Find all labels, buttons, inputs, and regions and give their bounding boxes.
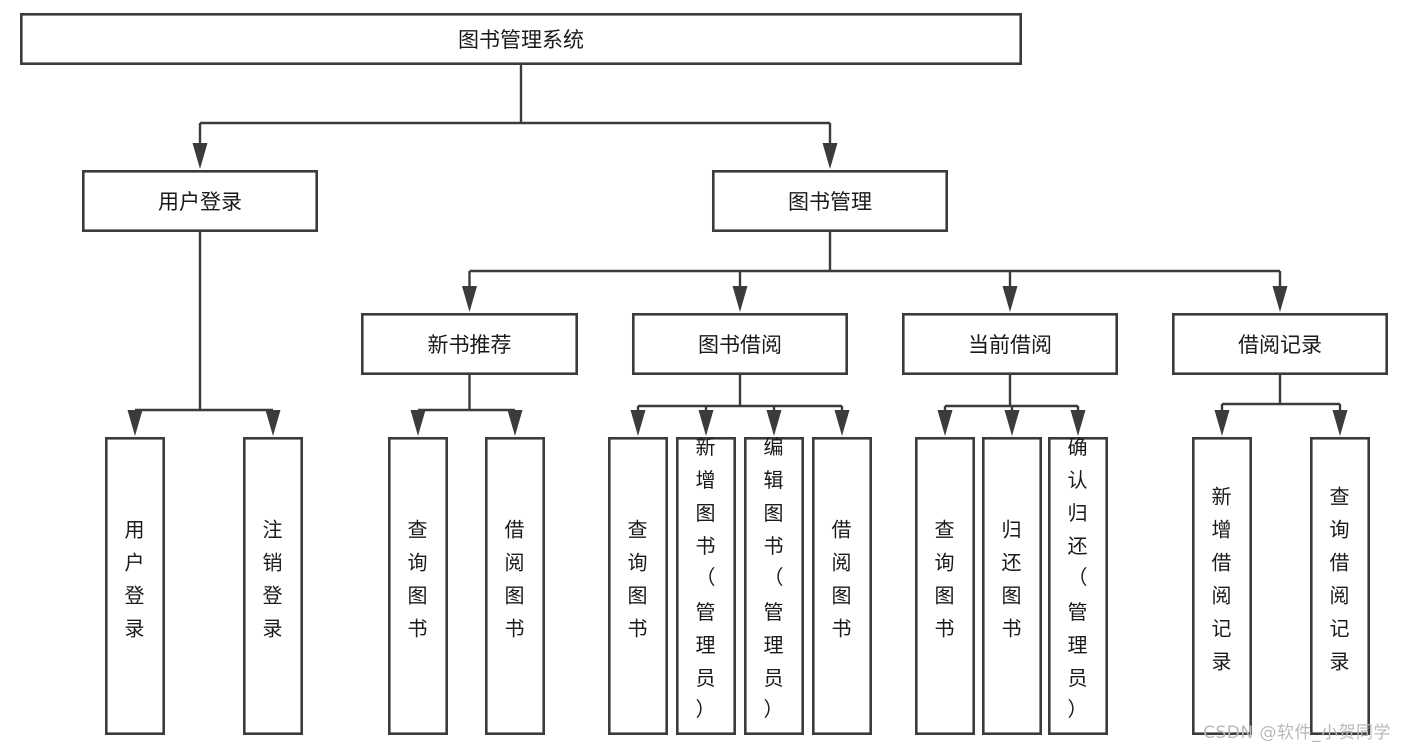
node-label-root: 图书管理系统 xyxy=(458,28,584,52)
node-root[interactable]: 图书管理系统 xyxy=(19,13,1023,66)
node-l3a[interactable]: 新书推荐 xyxy=(360,312,578,375)
node-box-l3c xyxy=(901,312,1118,375)
node-label-f11: 确认归还（管理员） xyxy=(1068,435,1089,721)
connector-group-l2a xyxy=(127,232,281,436)
node-f1[interactable]: 用户登录 xyxy=(105,436,166,735)
node-label-f13: 查询借阅记录 xyxy=(1330,485,1351,674)
connector-group-root xyxy=(192,65,838,169)
node-f8[interactable]: 借阅图书 xyxy=(811,436,872,735)
node-label-f4: 借阅图书 xyxy=(505,518,526,641)
node-box-f6 xyxy=(675,436,736,735)
node-f9[interactable]: 查询图书 xyxy=(914,436,975,735)
node-box-l2a xyxy=(82,170,318,233)
node-l2b[interactable]: 图书管理 xyxy=(711,170,948,233)
node-f4[interactable]: 借阅图书 xyxy=(484,436,545,735)
node-f10[interactable]: 归还图书 xyxy=(981,436,1042,735)
node-l3d[interactable]: 借阅记录 xyxy=(1172,312,1389,375)
node-box-l3b xyxy=(631,312,848,375)
node-label-l3c: 当前借阅 xyxy=(968,333,1052,357)
watermark: CSDN @软件_小贺同学 xyxy=(1203,723,1391,743)
node-box-f4 xyxy=(484,436,545,735)
node-box-root xyxy=(19,13,1023,66)
node-label-f6: 新增图书（管理员） xyxy=(696,435,717,721)
node-box-f13 xyxy=(1310,436,1371,735)
node-label-l3a: 新书推荐 xyxy=(428,333,512,357)
node-layer: 图书管理系统用户登录图书管理新书推荐图书借阅当前借阅借阅记录用户登录注销登录查询… xyxy=(19,13,1389,735)
node-label-l2b: 图书管理 xyxy=(788,190,872,214)
node-label-f5: 查询图书 xyxy=(628,518,649,641)
connector-group-l3c xyxy=(937,375,1086,436)
connector-group-l2b xyxy=(462,232,1288,312)
node-box-f8 xyxy=(811,436,872,735)
node-label-f8: 借阅图书 xyxy=(832,518,853,641)
connector-group-l3d xyxy=(1214,375,1348,436)
node-l3c[interactable]: 当前借阅 xyxy=(901,312,1118,375)
node-f3[interactable]: 查询图书 xyxy=(387,436,448,735)
connector-group-l3b xyxy=(630,375,850,436)
node-label-f9: 查询图书 xyxy=(935,518,956,641)
node-label-f7: 编辑图书（管理员） xyxy=(764,435,785,721)
node-box-f5 xyxy=(607,436,668,735)
node-box-l2b xyxy=(711,170,948,233)
node-label-l3d: 借阅记录 xyxy=(1238,333,1322,357)
node-box-l3d xyxy=(1172,312,1389,375)
node-label-f12: 新增借阅记录 xyxy=(1212,485,1233,674)
node-label-f1: 用户登录 xyxy=(125,518,146,641)
node-box-f7 xyxy=(743,436,804,735)
node-l3b[interactable]: 图书借阅 xyxy=(631,312,848,375)
node-label-f2: 注销登录 xyxy=(263,518,284,641)
node-label-f10: 归还图书 xyxy=(1002,518,1023,641)
connector-layer xyxy=(127,65,1348,436)
node-f11[interactable]: 确认归还（管理员） xyxy=(1048,435,1109,735)
node-f7[interactable]: 编辑图书（管理员） xyxy=(743,435,804,735)
node-box-f9 xyxy=(914,436,975,735)
node-box-f2 xyxy=(243,436,304,735)
node-box-l3a xyxy=(360,312,578,375)
node-l2a[interactable]: 用户登录 xyxy=(82,170,318,233)
node-label-l2a: 用户登录 xyxy=(158,190,242,214)
node-box-f12 xyxy=(1192,436,1253,735)
node-f12[interactable]: 新增借阅记录 xyxy=(1192,436,1253,735)
node-f2[interactable]: 注销登录 xyxy=(243,436,304,735)
node-f6[interactable]: 新增图书（管理员） xyxy=(675,435,736,735)
connector-group-l3a xyxy=(410,375,523,436)
node-box-f1 xyxy=(105,436,166,735)
node-box-f3 xyxy=(387,436,448,735)
node-label-f3: 查询图书 xyxy=(408,518,429,641)
node-label-l3b: 图书借阅 xyxy=(698,333,782,357)
node-f13[interactable]: 查询借阅记录 xyxy=(1310,436,1371,735)
node-box-f10 xyxy=(981,436,1042,735)
node-f5[interactable]: 查询图书 xyxy=(607,436,668,735)
node-box-f11 xyxy=(1048,436,1109,735)
